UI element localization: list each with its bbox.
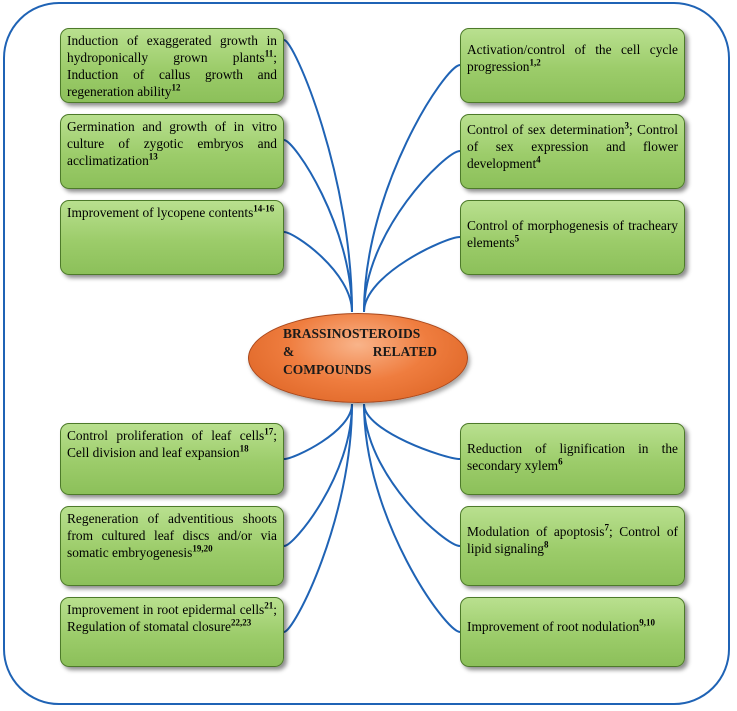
connector-left-4 — [283, 403, 353, 547]
effect-text: ; Cell division and leaf expansion — [67, 428, 277, 460]
center-ampersand: & — [283, 344, 295, 359]
connector-right-3 — [363, 403, 461, 460]
effect-text: Reduction of lignification in the second… — [467, 441, 678, 473]
effect-text: Modulation of apoptosis — [467, 524, 605, 539]
effect-box-exaggerated-growth: Induction of exaggerated growth in hydro… — [60, 28, 284, 103]
center-line-3: COMPOUNDS — [283, 362, 372, 377]
effect-box-root-nodulation: Improvement of root nodulation9,10 — [460, 597, 685, 667]
effect-box-leaf-cells: Control proliferation of leaf cells17; C… — [60, 423, 284, 495]
effect-text: ; Regulation of stomatal closure — [67, 602, 277, 634]
connector-right-0 — [363, 64, 461, 313]
effect-box-lycopene: Improvement of lycopene contents14-16 — [60, 200, 284, 275]
reference-number: 6 — [558, 456, 563, 467]
effect-text: Improvement in root epidermal cells — [67, 602, 265, 617]
reference-number: 1,2 — [529, 57, 541, 68]
effect-text: ; Control of sex expression and flower d… — [467, 122, 678, 171]
reference-number: 17 — [264, 426, 274, 437]
effect-text: Regeneration of adventitious shoots from… — [67, 511, 277, 560]
reference-number: 12 — [171, 82, 181, 93]
effect-box-apoptosis: Modulation of apoptosis7; Control of lip… — [460, 506, 685, 586]
effect-text: ; Induction of callus growth and regener… — [67, 50, 277, 99]
connector-right-1 — [363, 150, 461, 313]
effect-box-lignification: Reduction of lignification in the second… — [460, 423, 685, 495]
effect-box-root-epidermal: Improvement in root epidermal cells21; R… — [60, 597, 284, 667]
reference-number: 19,20 — [192, 543, 213, 554]
connector-left-1 — [283, 139, 353, 313]
reference-number: 14-16 — [253, 203, 275, 214]
reference-number: 11 — [264, 48, 274, 59]
reference-number: 4 — [536, 154, 541, 165]
reference-number: 21 — [264, 600, 274, 611]
reference-number: 5 — [514, 233, 520, 244]
effect-box-cell-cycle: Activation/control of the cell cycle pro… — [460, 28, 685, 103]
center-line-2: & RELATED — [283, 343, 437, 361]
effect-text: Induction of exaggerated growth in hydro… — [67, 33, 277, 65]
connector-right-2 — [363, 236, 461, 313]
connector-left-3 — [283, 403, 353, 460]
effect-box-sex-determination: Control of sex determination3; Control o… — [460, 114, 685, 189]
central-node-brassinosteroids: BRASSINOSTEROIDS & RELATED COMPOUNDS — [248, 313, 468, 403]
effect-text: Improvement of lycopene contents — [67, 205, 254, 220]
effect-text: Control proliferation of leaf cells — [67, 428, 265, 443]
reference-number: 13 — [148, 151, 158, 162]
diagram-frame — [3, 2, 730, 705]
effect-text: ; Control of lipid signaling — [467, 524, 678, 556]
central-node-label: BRASSINOSTEROIDS & RELATED COMPOUNDS — [283, 325, 437, 379]
effect-box-germination: Germination and growth of in vitro cultu… — [60, 114, 284, 189]
reference-number: 22,23 — [231, 617, 252, 628]
effect-text: Activation/control of the cell cycle pro… — [467, 42, 678, 74]
reference-number: 7 — [604, 522, 609, 533]
reference-number: 9,10 — [639, 617, 655, 628]
effect-box-regeneration: Regeneration of adventitious shoots from… — [60, 506, 284, 586]
connector-right-5 — [363, 403, 461, 633]
reference-number: 3 — [624, 120, 629, 131]
effect-text: Improvement of root nodulation — [467, 619, 640, 634]
connector-right-4 — [363, 403, 461, 547]
connector-left-2 — [283, 231, 353, 313]
reference-number: 8 — [544, 539, 549, 550]
effect-text: Control of morphogenesis of tracheary el… — [467, 218, 678, 250]
reference-number: 18 — [239, 443, 249, 454]
effect-box-tracheary: Control of morphogenesis of tracheary el… — [460, 200, 685, 275]
center-line-1: BRASSINOSTEROIDS — [283, 326, 421, 341]
effect-text: Control of sex determination — [467, 122, 625, 137]
center-related: RELATED — [372, 344, 437, 359]
connector-left-5 — [283, 403, 353, 633]
effect-text: Germination and growth of in vitro cultu… — [67, 119, 277, 168]
connector-left-0 — [283, 39, 353, 313]
